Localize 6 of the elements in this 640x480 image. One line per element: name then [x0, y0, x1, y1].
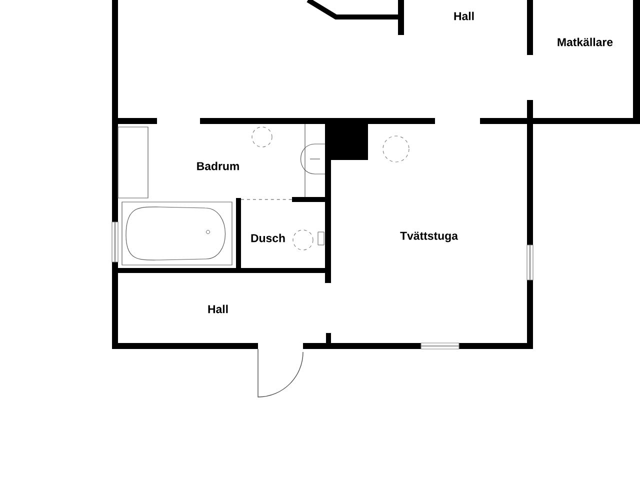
room-label: Hall	[454, 12, 474, 20]
room-label: Dusch	[251, 234, 285, 242]
room-label: Tvättstuga	[400, 232, 458, 242]
room-label: Matkällare	[558, 38, 613, 46]
room-label: Hall	[208, 304, 228, 314]
room-label: Badrum	[197, 162, 239, 170]
